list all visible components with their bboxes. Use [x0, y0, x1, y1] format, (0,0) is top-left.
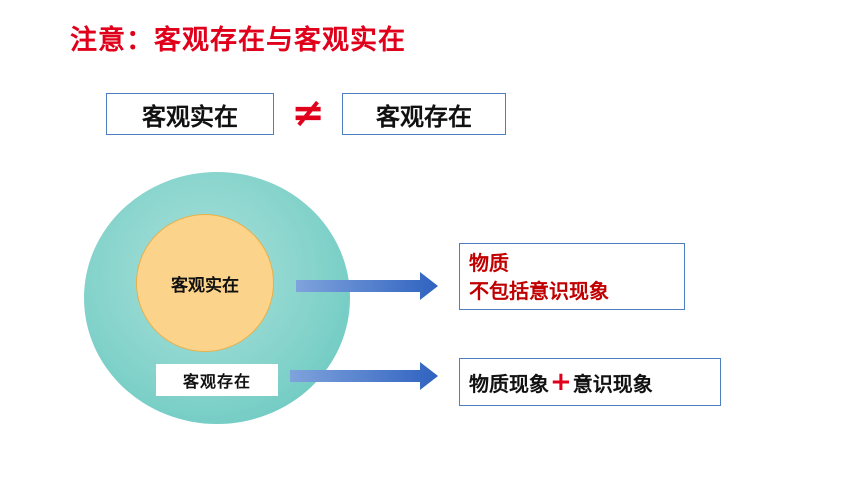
- existence-result-box: 物质现象+意识现象: [459, 358, 721, 406]
- existence-result-part2: 意识现象: [572, 371, 653, 396]
- arrow-reality-icon: [296, 272, 438, 300]
- objective-reality-box: 客观实在: [106, 93, 274, 135]
- arrow-existence-icon: [290, 362, 438, 390]
- reality-result-line1: 物质: [469, 251, 509, 275]
- not-equal-sign: ≠: [291, 90, 325, 136]
- plus-sign: +: [550, 367, 572, 397]
- inner-circle-reality: 客观实在: [136, 214, 274, 352]
- existence-label: 客观存在: [156, 364, 278, 396]
- page-title: 注意：客观存在与客观实在: [70, 25, 406, 56]
- objective-existence-box: 客观存在: [342, 93, 506, 135]
- reality-result-box: 物质 不包括意识现象: [459, 243, 685, 310]
- existence-result-part1: 物质现象: [469, 371, 549, 396]
- reality-result-line2: 不包括意识现象: [469, 279, 609, 303]
